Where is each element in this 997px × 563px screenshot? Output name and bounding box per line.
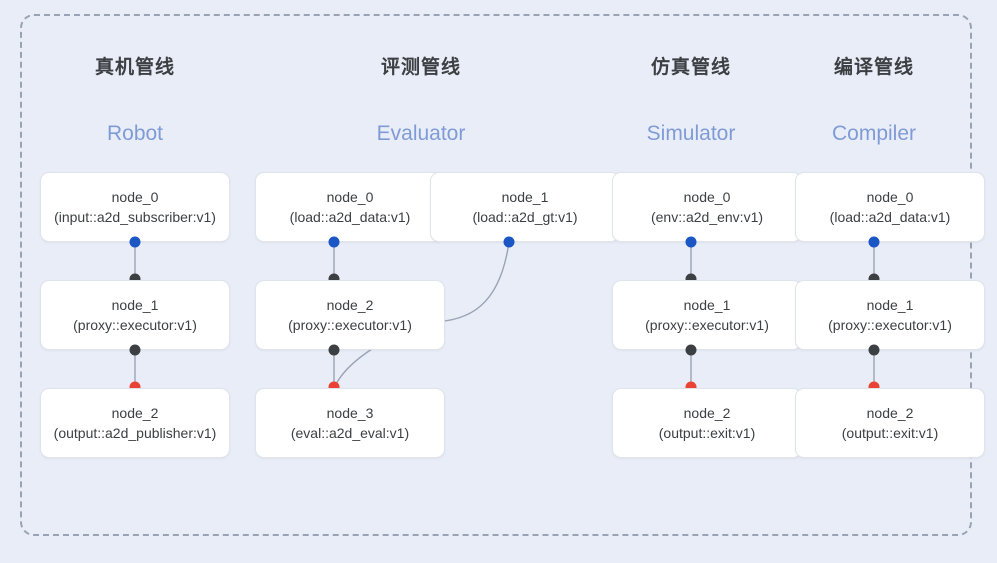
column-header-compiler: 编译管线 Compiler [784,55,964,147]
node-type: (load::a2d_data:v1) [289,209,411,225]
port-output-dark-icon[interactable] [685,344,697,356]
node-name: node_1 [111,297,159,313]
node-name: node_0 [111,189,159,205]
node-robot-1[interactable]: node_1 (proxy::executor:v1) [40,280,230,350]
port-input-dark-icon[interactable] [868,273,880,285]
column-subtitle-evaluator: Evaluator [376,122,466,145]
node-type: (output::a2d_publisher:v1) [53,425,217,441]
node-compiler-0[interactable]: node_0 (load::a2d_data:v1) [795,172,985,242]
node-name: node_2 [111,405,159,421]
column-header-simulator: 仿真管线 Simulator [601,55,781,147]
node-name: node_2 [866,405,914,421]
node-compiler-2[interactable]: node_2 (output::exit:v1) [795,388,985,458]
node-evaluator-3[interactable]: node_3 (eval::a2d_eval:v1) [255,388,445,458]
node-name: node_0 [683,189,731,205]
node-simulator-0[interactable]: node_0 (env::a2d_env:v1) [612,172,802,242]
node-evaluator-2[interactable]: node_2 (proxy::executor:v1) [255,280,445,350]
node-name: node_1 [683,297,731,313]
port-output-blue-icon[interactable] [685,236,697,248]
node-type: (proxy::executor:v1) [73,317,197,333]
column-header-evaluator: 评测管线 Evaluator [331,55,511,147]
port-output-blue-icon[interactable] [503,236,515,248]
node-name: node_2 [326,297,374,313]
port-output-blue-icon[interactable] [129,236,141,248]
node-type: (proxy::executor:v1) [645,317,769,333]
node-simulator-1[interactable]: node_1 (proxy::executor:v1) [612,280,802,350]
node-name: node_3 [326,405,374,421]
pipeline-groups-frame [20,14,972,536]
node-type: (load::a2d_gt:v1) [472,209,578,225]
port-input-red-icon[interactable] [685,381,697,393]
node-name: node_2 [683,405,731,421]
port-input-dark-icon[interactable] [328,273,340,285]
column-header-robot: 真机管线 Robot [45,55,225,147]
column-subtitle-robot: Robot [106,122,164,145]
column-subtitle-compiler: Compiler [831,122,917,145]
node-name: node_1 [501,189,549,205]
port-input-red-icon[interactable] [129,381,141,393]
node-type: (proxy::executor:v1) [288,317,412,333]
port-output-blue-icon[interactable] [328,236,340,248]
node-type: (env::a2d_env:v1) [650,209,764,225]
node-name: node_1 [866,297,914,313]
node-evaluator-gt[interactable]: node_1 (load::a2d_gt:v1) [430,172,620,242]
node-type: (proxy::executor:v1) [828,317,952,333]
port-output-dark-icon[interactable] [129,344,141,356]
node-evaluator-0[interactable]: node_0 (load::a2d_data:v1) [255,172,445,242]
node-type: (input::a2d_subscriber:v1) [54,209,216,225]
column-title-evaluator: 评测管线 [380,57,461,78]
port-input-dark-icon[interactable] [685,273,697,285]
port-output-blue-icon[interactable] [868,236,880,248]
port-input-red-icon[interactable] [868,381,880,393]
node-type: (eval::a2d_eval:v1) [290,425,410,441]
node-simulator-2[interactable]: node_2 (output::exit:v1) [612,388,802,458]
port-output-dark-icon[interactable] [328,344,340,356]
column-title-compiler: 编译管线 [833,57,914,78]
column-subtitle-simulator: Simulator [646,122,736,145]
port-input-red-icon[interactable] [328,381,340,393]
node-type: (output::exit:v1) [658,425,756,441]
column-title-simulator: 仿真管线 [650,57,731,78]
port-output-dark-icon[interactable] [868,344,880,356]
node-robot-0[interactable]: node_0 (input::a2d_subscriber:v1) [40,172,230,242]
node-type: (load::a2d_data:v1) [829,209,951,225]
node-compiler-1[interactable]: node_1 (proxy::executor:v1) [795,280,985,350]
column-title-robot: 真机管线 [94,57,175,78]
node-name: node_0 [326,189,374,205]
node-type: (output::exit:v1) [841,425,939,441]
node-name: node_0 [866,189,914,205]
port-input-dark-icon[interactable] [129,273,141,285]
node-robot-2[interactable]: node_2 (output::a2d_publisher:v1) [40,388,230,458]
